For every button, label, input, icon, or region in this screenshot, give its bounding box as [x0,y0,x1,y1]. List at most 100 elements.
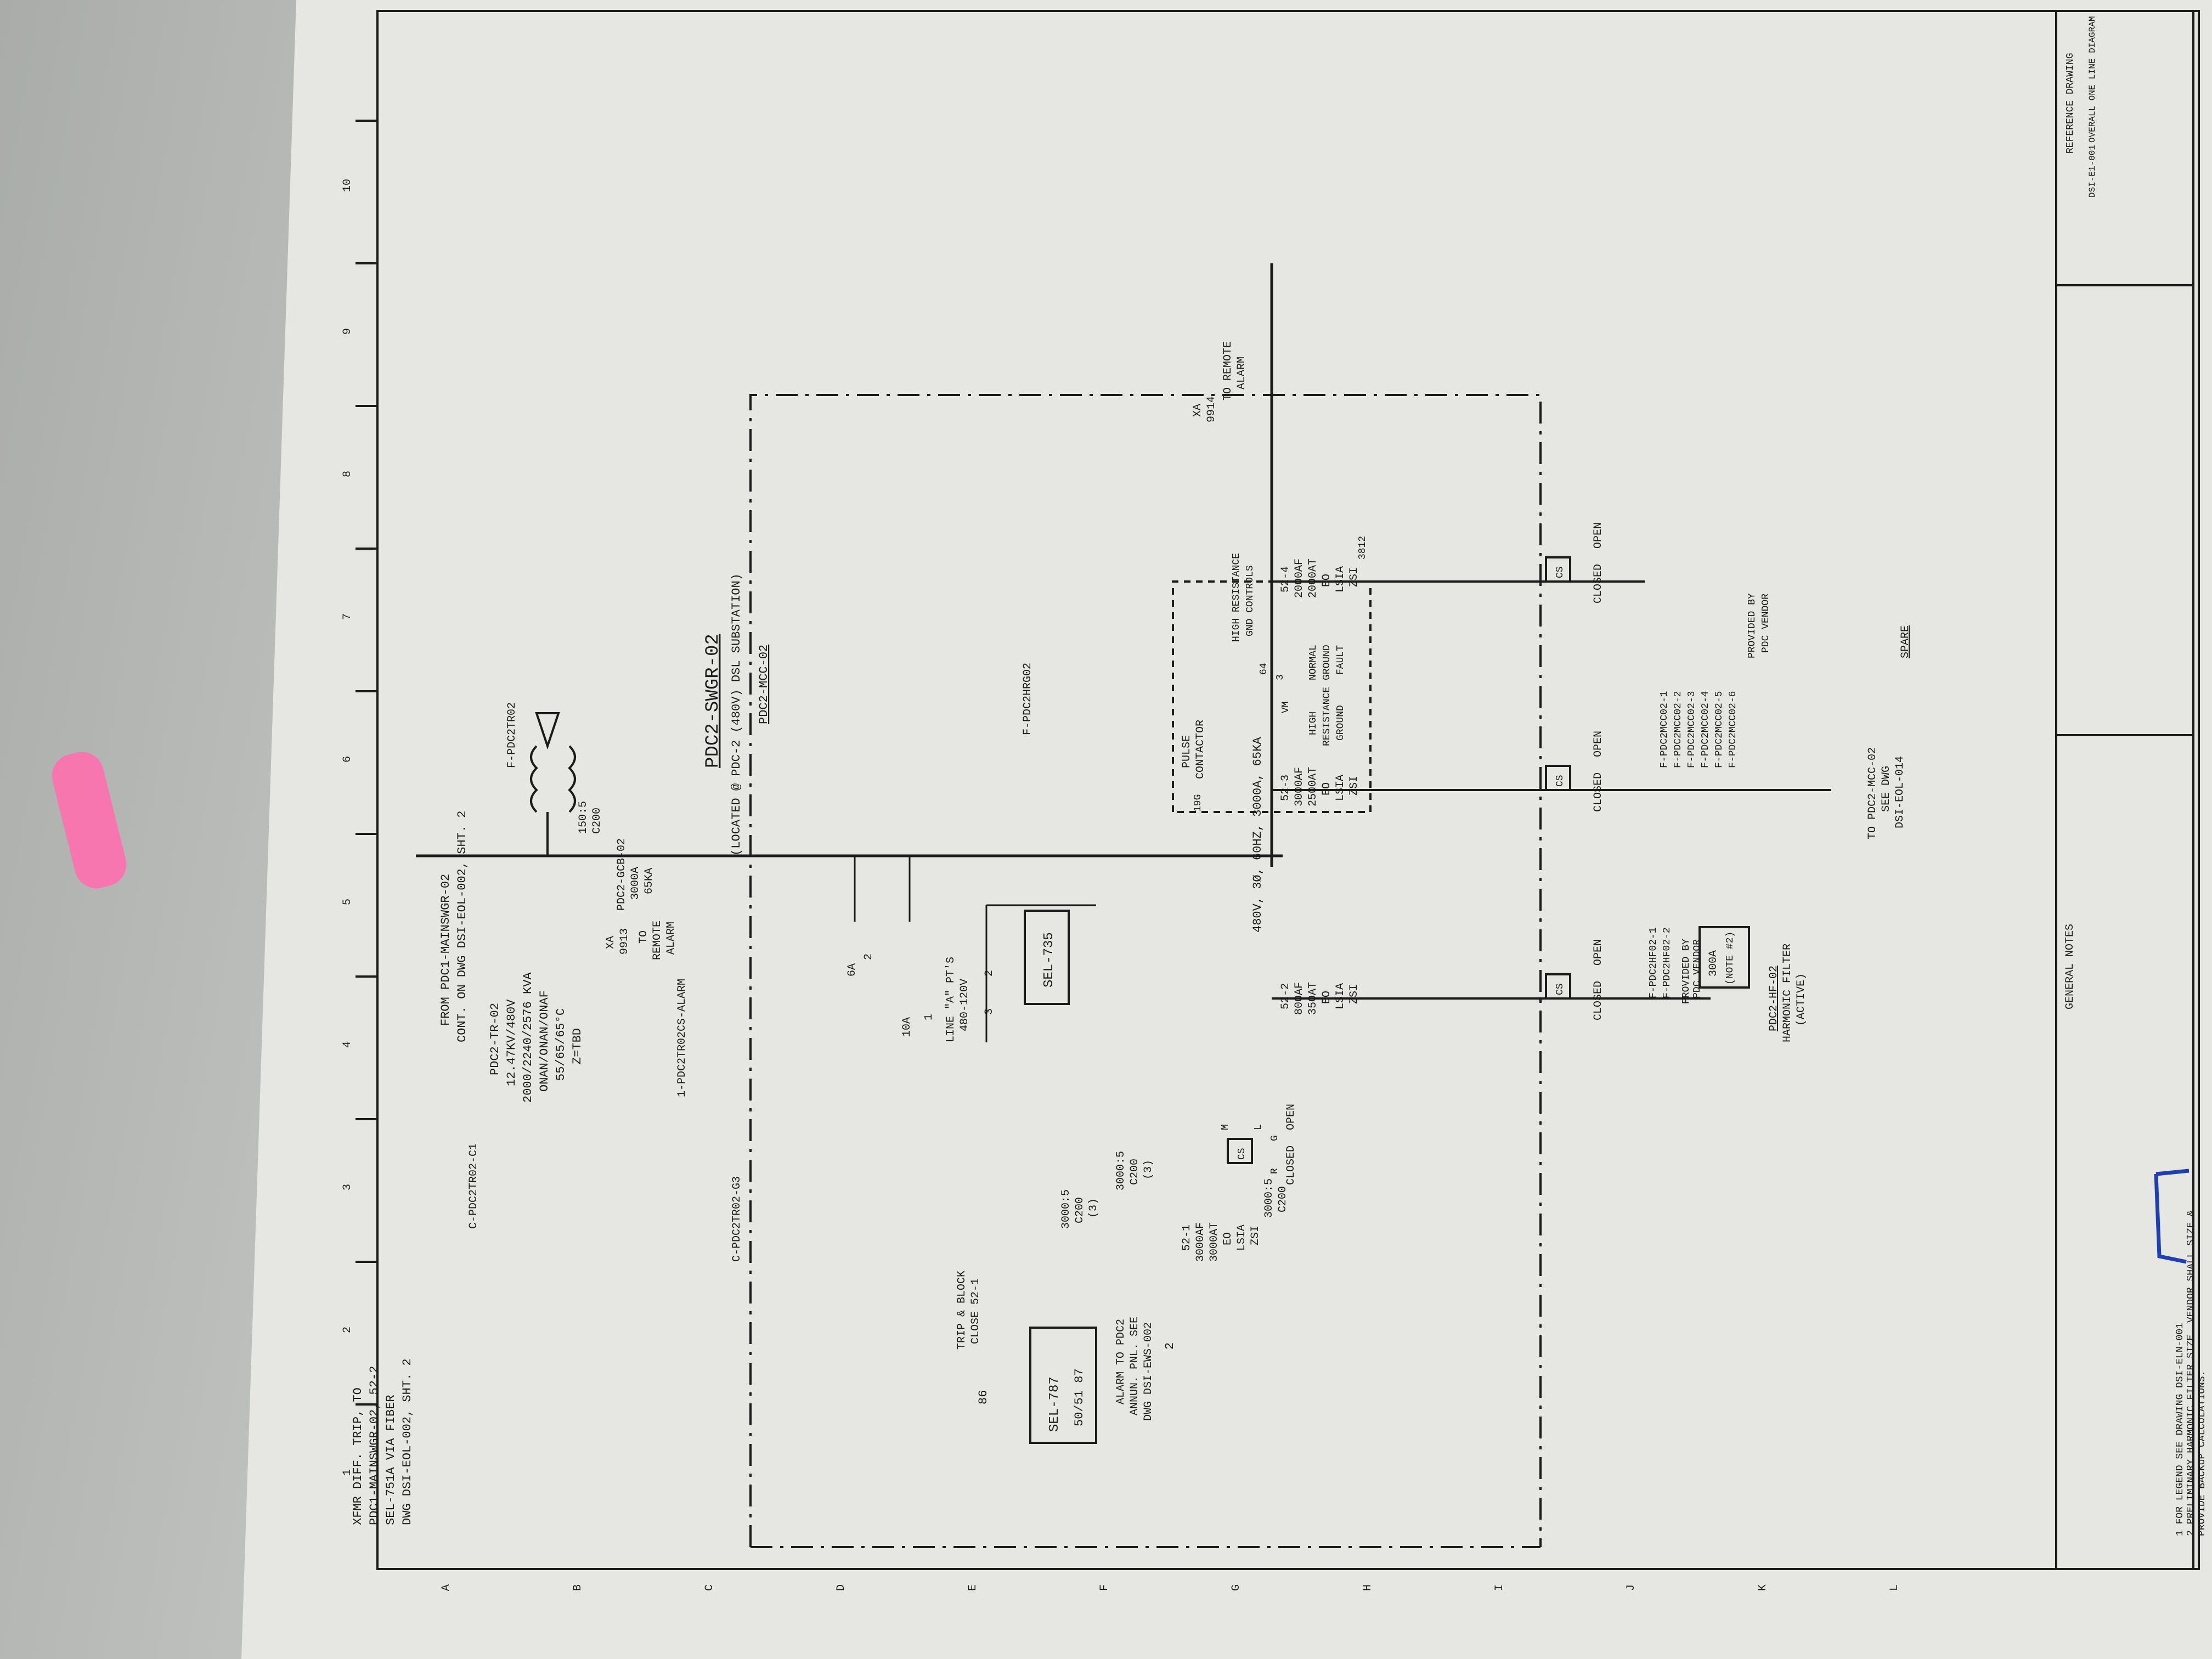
hrg-controls-2: GND CONTROLS [1245,565,1256,636]
lockout-label: 86 [977,1390,990,1404]
alarm2-alarm: ALARM [1235,357,1248,390]
lockout-text-1: TRIP & BLOCK [956,1271,968,1350]
zone-7: 7 [341,613,354,620]
zone-a: A [440,1584,453,1591]
feeder-cable-3: F-PDC2MCC02-3 [1686,691,1697,768]
ct1-c: (3) [1087,1198,1100,1218]
b1-zsi: ZSI [1249,1226,1262,1245]
transformer-symbol [530,712,576,856]
b4-at: 2000AT [1307,558,1319,598]
ct2-b: C200 [1128,1159,1141,1185]
hrg-lamp-2: GROUND [1322,645,1333,680]
b4-af: 2000AF [1293,558,1306,598]
b2-trip: LSIA [1334,983,1347,1009]
cable-tag-1: F-PDC2TR02 [506,702,518,768]
b3-zsi: ZSI [1348,776,1361,795]
feeder-branches [1272,580,1831,1000]
alarm2-to: TO REMOTE [1222,341,1234,400]
hf-box-2: (NOTE #2) [1725,932,1736,985]
b4-eo: EO [1321,574,1333,587]
harmonic-filter-box[interactable] [1699,926,1750,989]
reference-number: DSI-E1-001 [2087,145,2097,198]
feeder-cable-5: F-PDC2MCC02-5 [1714,691,1725,768]
hf-name-1: PDC2-HF-02 [1768,966,1780,1031]
general-notes-heading: GENERAL NOTES [2064,924,2076,1009]
ct2-a: 3000:5 [1115,1151,1127,1190]
alarm-remote: REMOTE [651,921,664,960]
b4-open: OPEN [1592,522,1605,549]
zone-5: 5 [341,899,354,905]
diff-trip-1: XFMR DIFF. TRIP, TO [351,1387,365,1525]
hf-provided-2: PDC VENDOR [1692,939,1703,998]
b3-id: 52-3 [1279,775,1292,801]
b3-af: 3000AF [1293,767,1306,806]
cable-tag-4: 1-PDC2TR02CS-ALARM [676,979,689,1097]
hrg-ground-2: RESISTANCE [1322,687,1333,746]
zone-8: 8 [341,471,354,477]
sheet-border [376,10,2200,1570]
b2-id: 52-2 [1279,983,1292,1009]
ct3-a: 3000:5 [1263,1178,1276,1218]
b2-closed: CLOSED [1592,981,1605,1020]
hrg-ground-1: HIGH [1308,712,1319,735]
alarm-pdc2-1: ALARM TO PDC2 [1115,1319,1127,1404]
cs-label-3: CS [1555,775,1566,787]
note-3: PROVIDE BACKUP CALCULATIONS. [2197,1370,2208,1536]
hf-cable-2: F-PDC2HF02-2 [1662,927,1673,998]
b2-af: 800AF [1293,982,1306,1015]
fuse-10a: 10A [901,1017,913,1037]
hf-box-1: 300A [1707,950,1720,977]
hrg-64: 64 [1259,663,1269,675]
sel-787-box[interactable] [1029,1327,1097,1444]
alarm-pdc2-2: ANNUN. PNL. SEE [1128,1317,1141,1415]
feeder-provided-2: PDC VENDOR [1760,594,1771,653]
b1-af: 3000AF [1194,1222,1207,1262]
pt-label: LINE "A" PT'S [945,957,957,1042]
b1-at: 3000AT [1208,1222,1221,1262]
fuse-num-1: 1 [923,1014,935,1020]
bus-rating: 480V, 3Ø, 60HZ, 3000A, 65KA [1251,737,1265,933]
hf-name-2: HARMONIC FILTER [1781,944,1794,1042]
zone-9: 9 [341,328,354,335]
zone-10: 10 [341,179,354,192]
b2-eo: EO [1321,991,1333,1004]
zone-ticks [356,120,377,1406]
hrg-pulse-2: CONTACTOR [1194,720,1207,779]
pt-ratio: 480-120V [958,979,971,1031]
zone-d: D [835,1584,848,1591]
zone-i: I [1493,1584,1506,1591]
cs-label-2: CS [1555,983,1566,995]
alarm2-number: 9914 [1205,396,1218,422]
gcb-rating: 3000A [629,867,642,900]
b1-open: OPEN [1285,1104,1297,1130]
b1-eo: EO [1222,1232,1234,1245]
cable-tag-3: C-PDC2TR02-G3 [731,1176,743,1262]
feeder-cable-2: F-PDC2MCC02-2 [1673,691,1684,768]
hrg-mark3: 3 [1275,674,1286,680]
alarm-box-number: 9913 [618,928,631,955]
xfmr-name: PDC2-TR-02 [488,1003,502,1075]
cs-box-52-1[interactable] [1227,1138,1253,1164]
feeder-to-2: SEE DWG [1880,766,1893,812]
cable-tag-5: F-PDC2HRG02 [1022,663,1034,735]
b2-at: 350AT [1307,982,1319,1015]
hrg-vm: VM [1280,701,1291,713]
ct1-b: C200 [1074,1197,1086,1223]
alarm-to: TO [637,930,650,944]
fuse-6a: 6A [846,963,859,977]
pt-wiring [800,855,1239,1042]
zone-6: 6 [341,756,354,763]
diff-trip-3: SEL-751A VIA FIBER [384,1395,398,1525]
ct1-a: 3000:5 [1060,1189,1073,1229]
sel-735-box[interactable] [1024,910,1070,1005]
zone-j: J [1625,1584,1638,1591]
feeder-to-1: TO PDC2-MCC-02 [1866,747,1879,839]
zone-e: E [967,1584,979,1591]
xfmr-voltage: 12.47KV/480V [505,999,518,1086]
b3-at: 2500AT [1307,767,1319,806]
note-1: 1 FOR LEGEND SEE DRAWING DSI-ELN-001 [2175,1323,2186,1536]
hrg-3812: 3812 [1357,536,1368,560]
ct2-c: (3) [1142,1160,1155,1180]
zone-l: L [1888,1584,1901,1591]
zone-h: H [1362,1584,1374,1591]
